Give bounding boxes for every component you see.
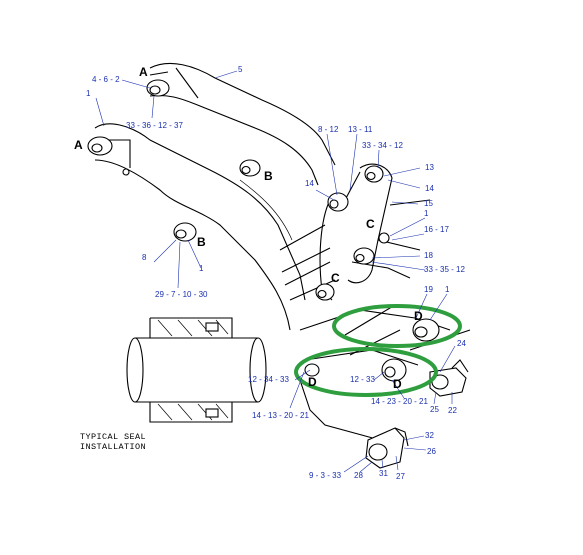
cross-tube (279, 224, 336, 301)
ref-b-bottom: B (197, 235, 206, 249)
label-33-35-12: 33 - 35 - 12 (424, 265, 465, 274)
ref-d-left: D (308, 375, 317, 389)
label-13: 13 (425, 163, 434, 172)
pin-c-lower (315, 283, 335, 301)
label-13-11: 13 - 11 (348, 125, 373, 134)
label-9-3-33: 9 - 3 - 33 (309, 471, 342, 480)
ref-b-top: B (264, 169, 273, 183)
label-1-right: 1 (424, 209, 429, 218)
boom-arm-upper (149, 62, 336, 186)
label-25: 25 (430, 405, 439, 414)
bracket-bottom (365, 427, 409, 469)
label-26: 26 (427, 447, 436, 456)
label-8-12: 8 - 12 (318, 125, 339, 134)
label-14-left: 14 (305, 179, 314, 188)
label-12-33: 12 - 33 (350, 375, 375, 384)
highlight-ellipse-lower (294, 347, 438, 397)
label-33-34-12: 33 - 34 - 12 (362, 141, 403, 150)
label-19: 19 (424, 285, 433, 294)
label-4-6-2: 4 - 6 - 2 (92, 75, 120, 84)
ref-a-left: A (74, 138, 83, 152)
pin-d-mid (381, 358, 407, 382)
ref-d-mid: D (393, 377, 402, 391)
boom-arm-lower (94, 123, 306, 331)
label-29-7-10-30: 29 - 7 - 10 - 30 (155, 290, 208, 299)
label-14-13-20-21: 14 - 13 - 20 - 21 (252, 411, 309, 420)
pin-c-right (378, 232, 390, 244)
pin-14 (327, 192, 349, 212)
highlight-ellipse-upper (332, 304, 462, 348)
label-5: 5 (238, 65, 243, 74)
pin-b-upper (239, 159, 261, 177)
label-32: 32 (425, 431, 434, 440)
label-12-34-33: 12 - 34 - 33 (248, 375, 289, 384)
pin-top-left (146, 71, 170, 97)
pin-d-left (304, 363, 320, 377)
pin-b-lower (173, 222, 197, 242)
caption-line-1: TYPICAL SEAL (80, 432, 146, 442)
label-16-17: 16 - 17 (424, 225, 449, 234)
pin-13-top (364, 165, 384, 183)
leader-lines (95, 70, 456, 473)
pin-left-a (87, 136, 130, 176)
label-8: 8 (142, 253, 147, 262)
label-14-right: 14 (425, 184, 434, 193)
label-31: 31 (379, 469, 388, 478)
label-27: 27 (396, 472, 405, 481)
label-28: 28 (354, 471, 363, 480)
ref-d-right: D (414, 309, 423, 323)
ref-a-top: A (139, 65, 148, 79)
label-22: 22 (448, 406, 457, 415)
label-1-top: 1 (86, 89, 91, 98)
ref-c-top: C (366, 217, 375, 231)
label-14-23-20-21: 14 - 23 - 20 - 21 (371, 397, 428, 406)
label-1-right2: 1 (445, 285, 450, 294)
label-18: 18 (424, 251, 433, 260)
seal-inset (126, 317, 267, 423)
label-24: 24 (457, 339, 466, 348)
pin-d-right (412, 318, 440, 342)
bracket-22 (429, 359, 469, 397)
label-1-mid: 1 (199, 264, 204, 273)
ref-c-bottom: C (331, 271, 340, 285)
label-33-36-12-37: 33 - 36 - 12 - 37 (126, 121, 183, 130)
pin-18 (353, 247, 375, 265)
caption-line-2: INSTALLATION (80, 442, 146, 452)
label-15: 15 (424, 199, 433, 208)
